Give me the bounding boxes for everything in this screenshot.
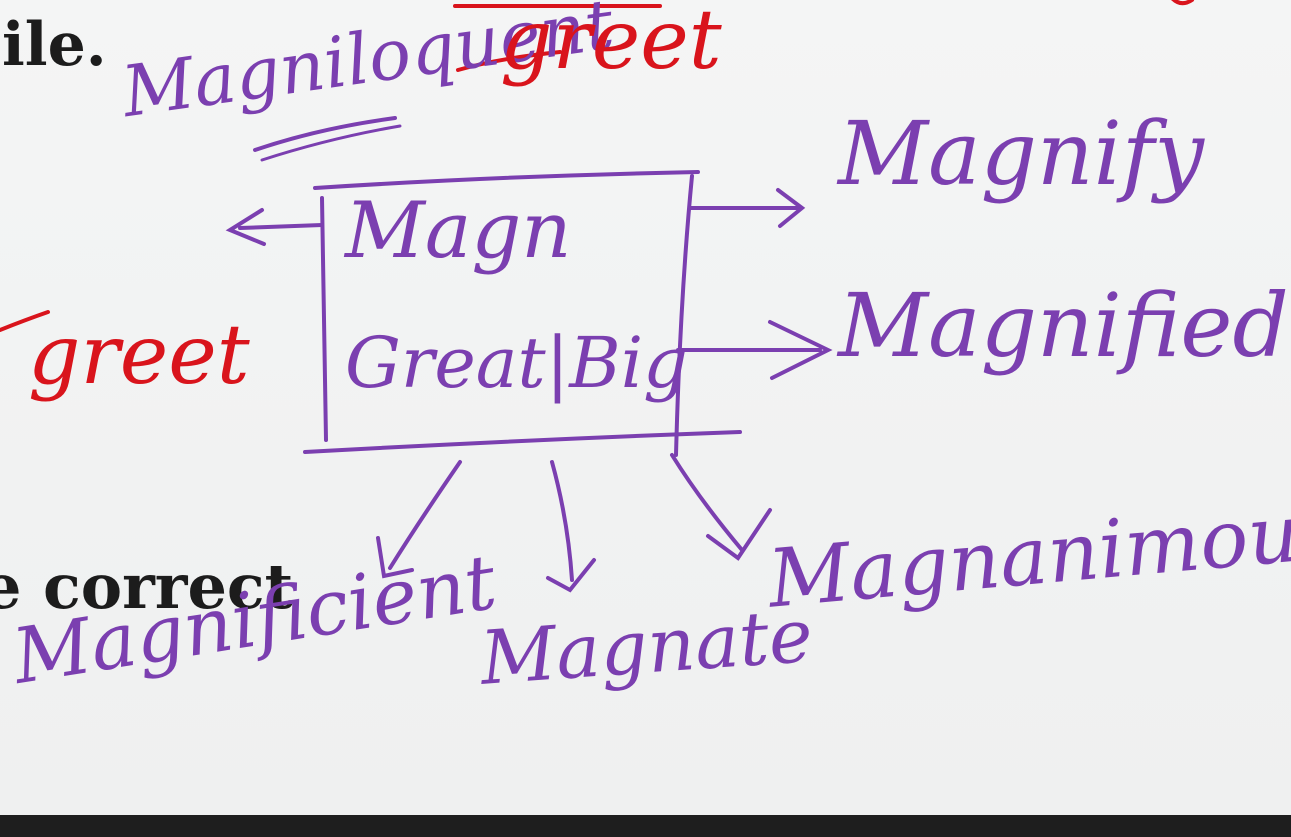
right-arrow-2-head bbox=[768, 320, 833, 380]
box-top bbox=[313, 170, 700, 190]
word-magnified: Magnified bbox=[838, 274, 1289, 377]
word-magnate: Magnate bbox=[477, 592, 816, 702]
word-greet-top: greet bbox=[500, 0, 722, 88]
down-arrow-left bbox=[388, 460, 462, 570]
left-arrow bbox=[238, 223, 324, 230]
root-magn: Magn bbox=[345, 186, 572, 276]
root-meaning: Great|Big bbox=[345, 322, 688, 404]
magniloquent-underline-2 bbox=[260, 124, 402, 162]
red-top-right-stroke bbox=[1171, 0, 1194, 6]
box-right bbox=[674, 174, 694, 457]
left-arrow-head bbox=[225, 208, 266, 246]
magniloquent-underline bbox=[253, 116, 397, 152]
red-left-mark bbox=[0, 310, 50, 332]
down-arrow-mid-head bbox=[546, 558, 596, 593]
down-arrow-mid bbox=[550, 460, 574, 582]
slide-text-fragment-bottom: e correct bbox=[0, 550, 294, 623]
bottom-bar bbox=[0, 815, 1291, 837]
down-arrow-right-head bbox=[706, 508, 772, 561]
box-bottom bbox=[303, 430, 742, 454]
greet-underline bbox=[456, 50, 562, 72]
whiteboard: ile. e correct Magniloquent greet bbox=[0, 0, 1291, 815]
box-left bbox=[320, 196, 328, 442]
right-arrow-1-head bbox=[776, 188, 806, 228]
ink-strokes bbox=[0, 0, 1194, 593]
down-arrow-left-head bbox=[376, 536, 414, 579]
slide-text-fragment-top: ile. bbox=[2, 10, 107, 80]
word-greet-left: greet bbox=[28, 308, 250, 403]
down-arrow-right bbox=[670, 453, 744, 552]
word-magnify: Magnify bbox=[838, 102, 1205, 205]
